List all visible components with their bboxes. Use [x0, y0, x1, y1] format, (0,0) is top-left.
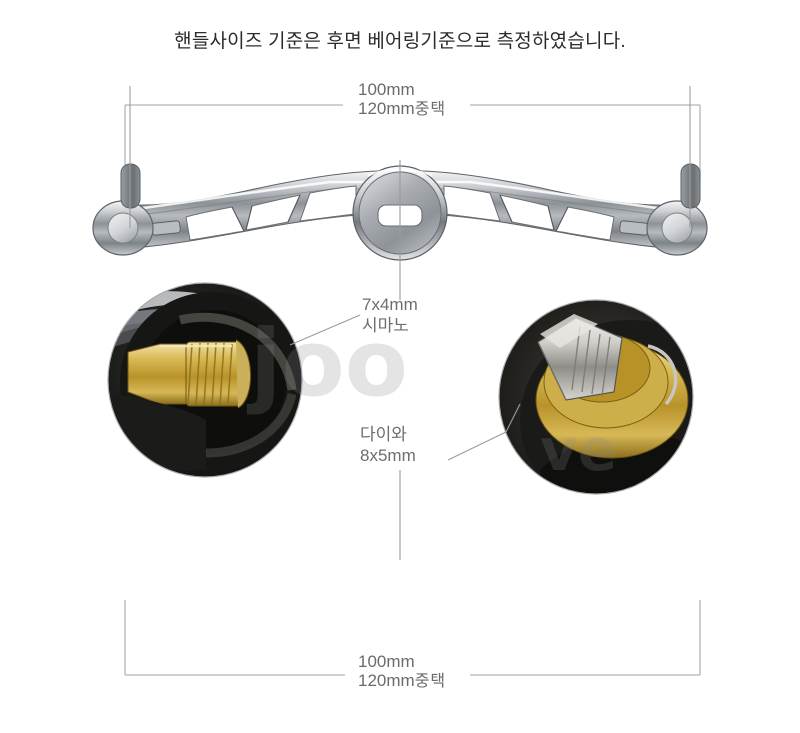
dimension-top-line1: 100mm	[358, 80, 415, 99]
dimension-label-bottom: 100mm 120mm중택	[358, 652, 446, 691]
watermark-right: ve	[540, 416, 617, 484]
shimano-size: 7x4mm	[362, 295, 418, 314]
dimension-bottom-suffix: 중택	[414, 673, 447, 690]
inset-right-daiwa	[498, 299, 694, 495]
dimension-bottom-line1: 100mm	[358, 652, 415, 671]
dimension-label-top: 100mm 120mm중택	[358, 80, 446, 119]
leader-line-inset-right	[447, 403, 521, 461]
spec-label-shimano: 7x4mm 시마노	[362, 294, 418, 336]
inset-left-shimano	[107, 282, 303, 478]
dimension-bottom-line2: 120mm	[358, 671, 415, 690]
daiwa-size: 8x5mm	[360, 446, 416, 465]
leader-line-inset-left	[289, 314, 361, 346]
daiwa-brand: 다이와	[360, 425, 407, 444]
spec-label-daiwa: 다이와 8x5mm	[360, 424, 416, 466]
dimension-top-line2: 120mm	[358, 99, 415, 118]
handle-top	[92, 163, 708, 261]
dimension-top-suffix: 중택	[414, 101, 447, 118]
page-title: 핸들사이즈 기준은 후면 베어링기준으로 측정하였습니다.	[174, 31, 626, 52]
shimano-brand: 시마노	[362, 316, 409, 335]
